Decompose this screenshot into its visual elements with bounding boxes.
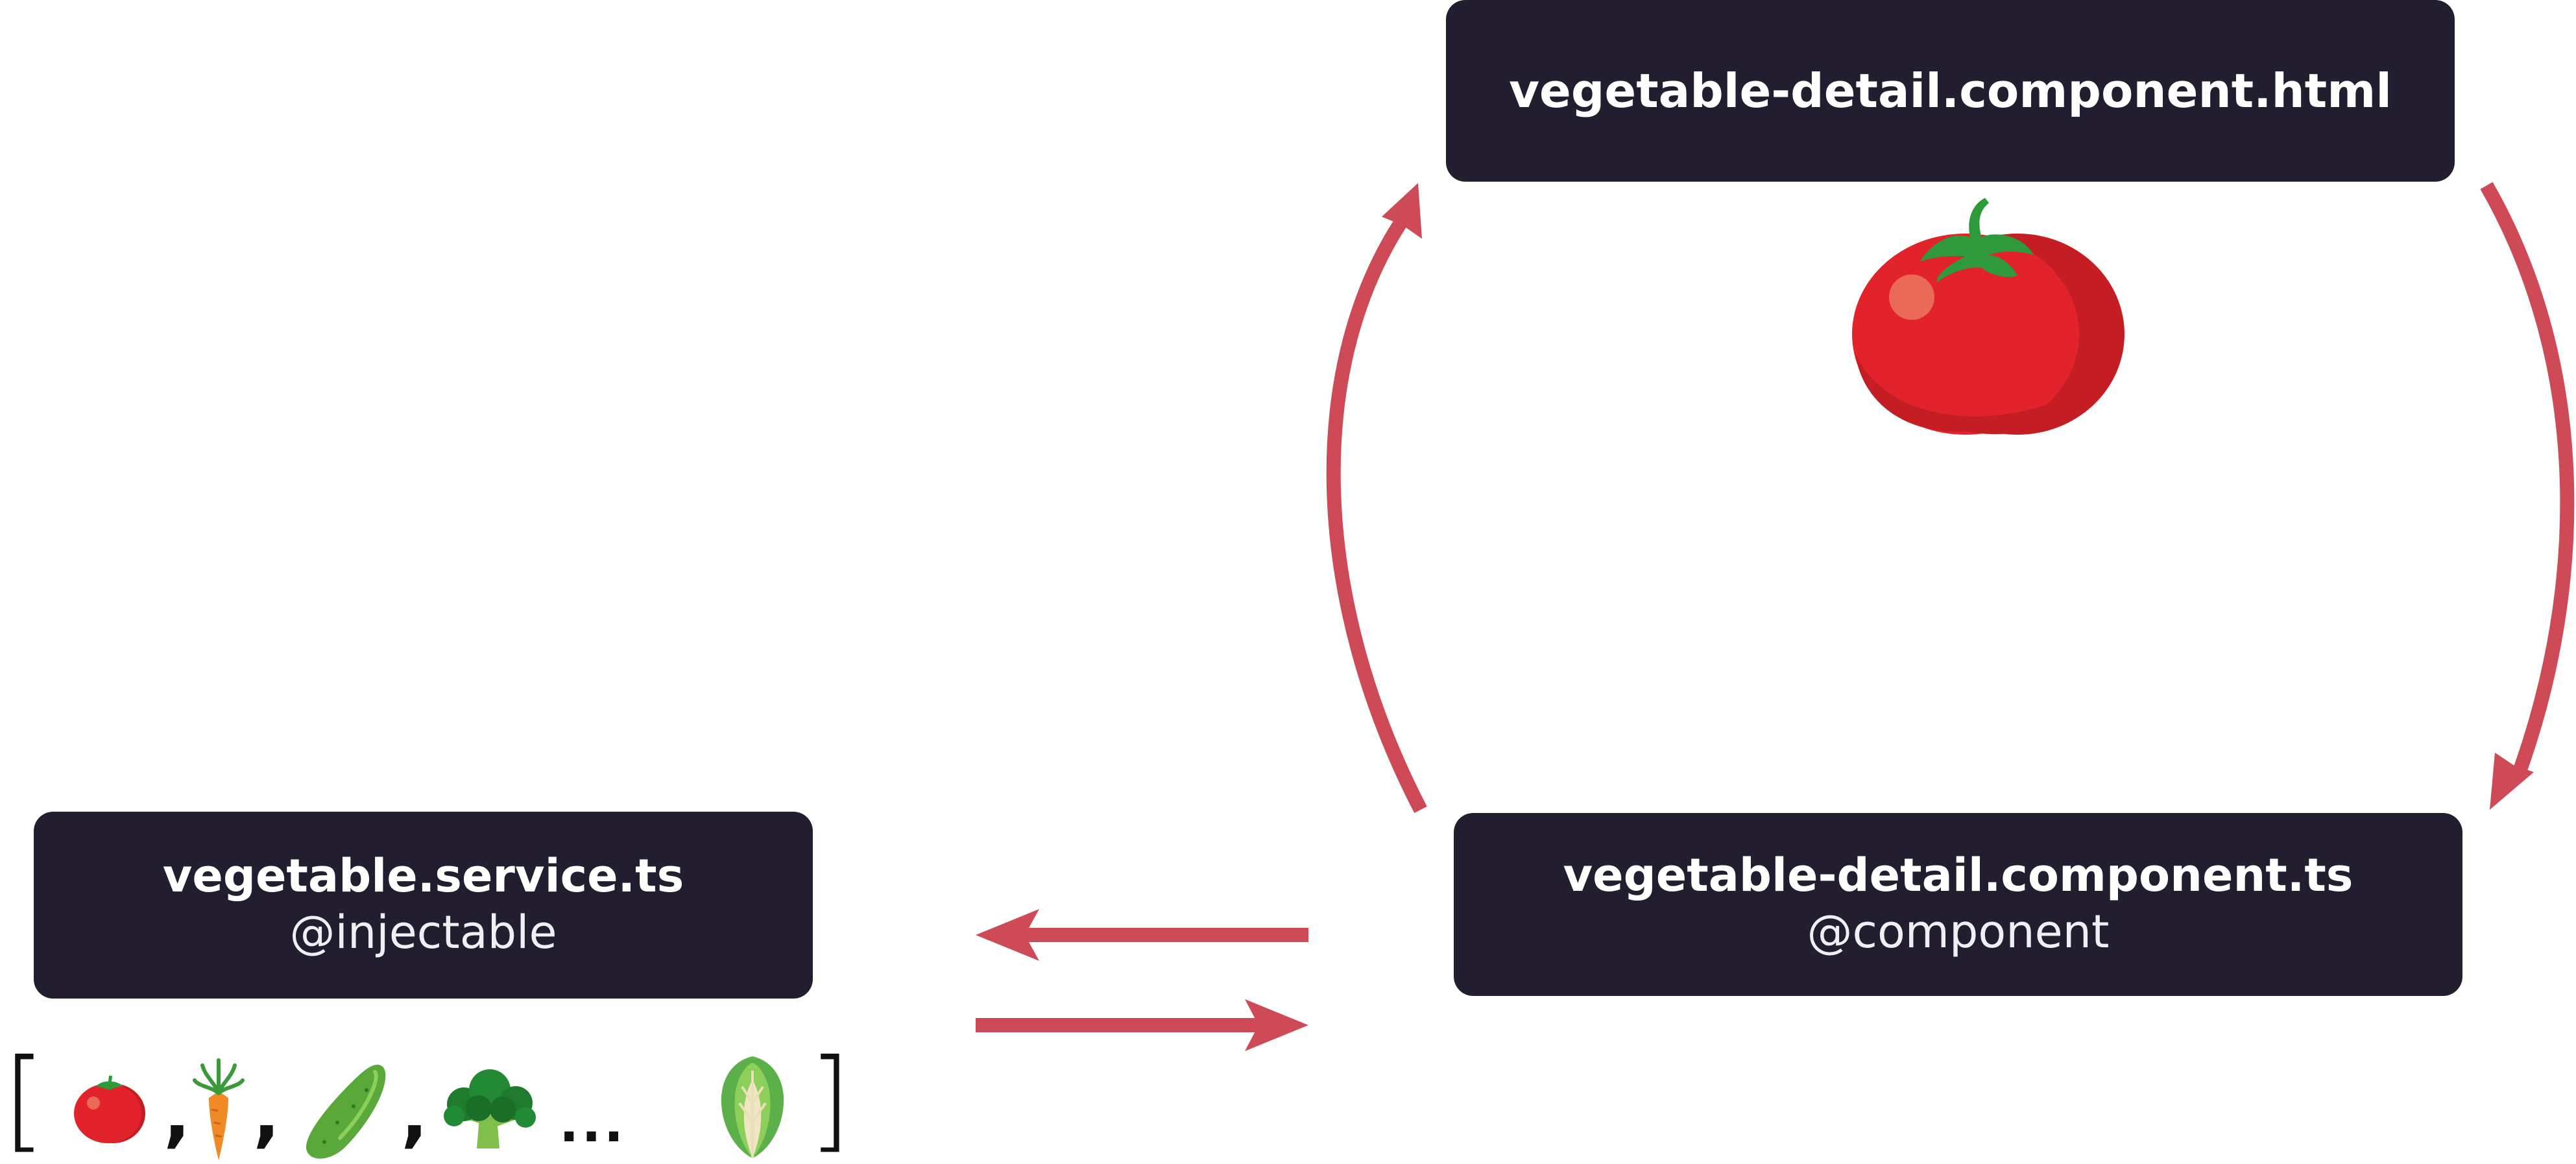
service-decorator-label: @injectable bbox=[289, 905, 557, 959]
component-file-box: vegetable-detail.component.ts @component bbox=[1454, 813, 2462, 996]
lettuce-icon bbox=[721, 1056, 784, 1158]
list-ellipsis: ... bbox=[559, 1093, 627, 1154]
arrow-service-to-component bbox=[976, 999, 1308, 1051]
cucumber-icon bbox=[306, 1064, 386, 1159]
list-separator: , bbox=[401, 1073, 428, 1156]
service-file-box: vegetable.service.ts @injectable bbox=[34, 812, 813, 999]
close-bracket: ] bbox=[808, 1036, 852, 1164]
component-file-title: vegetable-detail.component.ts bbox=[1563, 848, 2353, 902]
list-separator: , bbox=[163, 1073, 191, 1156]
component-decorator-label: @component bbox=[1807, 904, 2110, 958]
carrot-icon bbox=[193, 1058, 245, 1160]
arrow-component-to-template bbox=[1326, 183, 1427, 814]
open-bracket: [ bbox=[3, 1036, 46, 1164]
arrow-component-to-service bbox=[976, 909, 1308, 961]
tomato-icon bbox=[1852, 198, 2125, 435]
template-file-box: vegetable-detail.component.html bbox=[1446, 0, 2455, 182]
broccoli-icon bbox=[444, 1069, 536, 1148]
vegetable-list: [ , , , ... bbox=[0, 1045, 869, 1163]
template-file-title: vegetable-detail.component.html bbox=[1509, 63, 2392, 118]
tomato-icon bbox=[74, 1076, 145, 1143]
service-file-title: vegetable.service.ts bbox=[162, 849, 684, 903]
list-separator: , bbox=[253, 1073, 280, 1156]
arrow-template-to-component bbox=[2480, 182, 2575, 810]
